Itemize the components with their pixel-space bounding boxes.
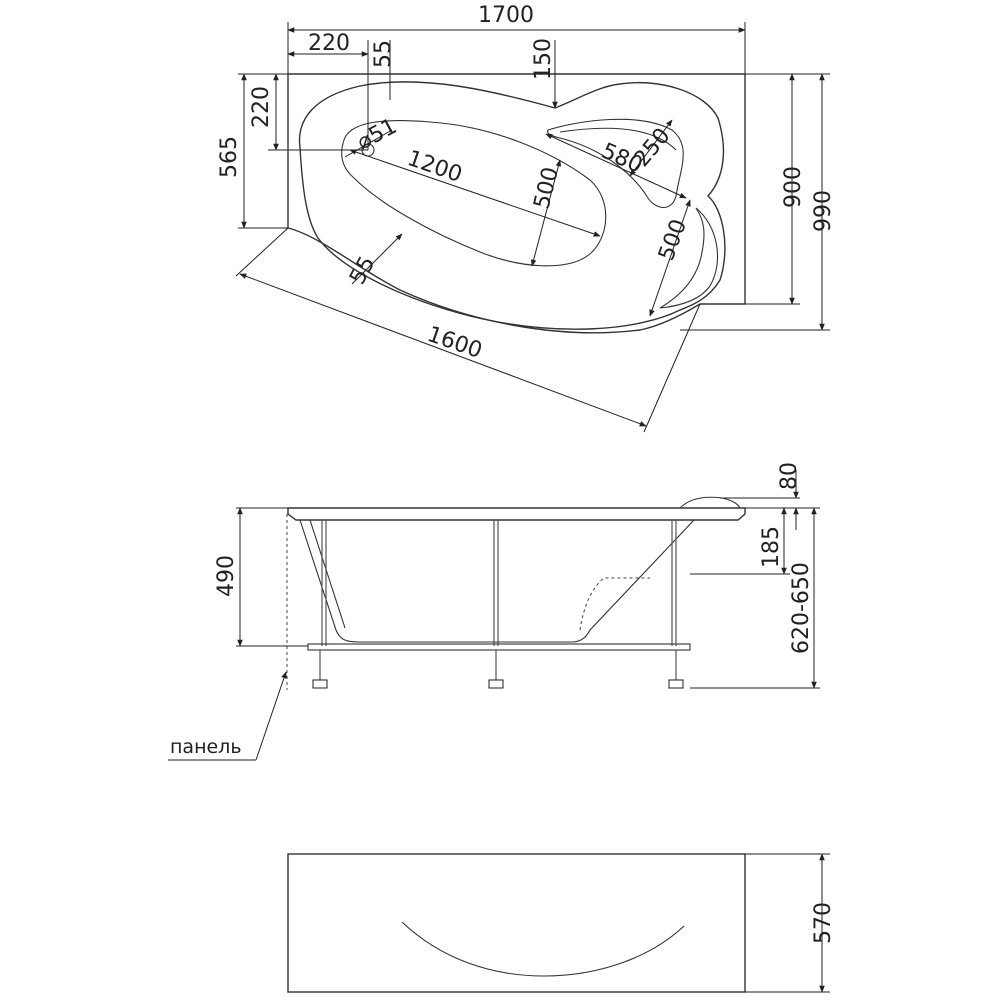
panel-view: 570 xyxy=(287,853,836,993)
frame-foot-center xyxy=(488,679,504,689)
frame-foot-left xyxy=(312,679,328,689)
panel-label: панель xyxy=(170,736,242,758)
dim-51: ⌀51 xyxy=(353,114,401,155)
top-view-rim-outline xyxy=(287,73,746,334)
dim-1200: 1200 xyxy=(404,146,465,188)
panel-outline xyxy=(287,853,746,993)
side-view-seat-dashed xyxy=(579,577,650,631)
dim-220-left: 220 xyxy=(249,86,274,128)
dim-55-bottom: 55 xyxy=(345,252,380,288)
frame-bottom-bar xyxy=(307,643,691,651)
dim-990: 990 xyxy=(811,190,836,232)
top-view: 1700 220 55 150 220 565 ⌀51 1200 500 580 xyxy=(217,3,836,433)
dim-150: 150 xyxy=(531,38,556,80)
side-view-inner-wall xyxy=(309,519,346,629)
dim-620-650: 620-650 xyxy=(789,562,814,654)
frame-foot-right xyxy=(668,679,684,689)
dim-900: 900 xyxy=(781,166,806,208)
dim-570: 570 xyxy=(811,902,836,944)
dim-55-top: 55 xyxy=(371,40,396,68)
dim-220-top: 220 xyxy=(308,31,350,56)
dim-500-a: 500 xyxy=(530,165,564,212)
side-view-body xyxy=(299,519,695,643)
dim-490: 490 xyxy=(214,555,239,597)
side-view-rim xyxy=(287,507,746,521)
dim-565: 565 xyxy=(217,136,242,178)
dim-80: 80 xyxy=(777,462,802,490)
dim-500-b: 500 xyxy=(654,216,692,264)
side-view-headrest xyxy=(679,496,741,509)
panel-arc xyxy=(401,921,685,977)
dim-1700: 1700 xyxy=(478,3,534,28)
dim-185: 185 xyxy=(759,526,784,568)
dim-1600: 1600 xyxy=(424,322,485,364)
side-view: 490 80 185 620-650 панель xyxy=(168,462,820,761)
